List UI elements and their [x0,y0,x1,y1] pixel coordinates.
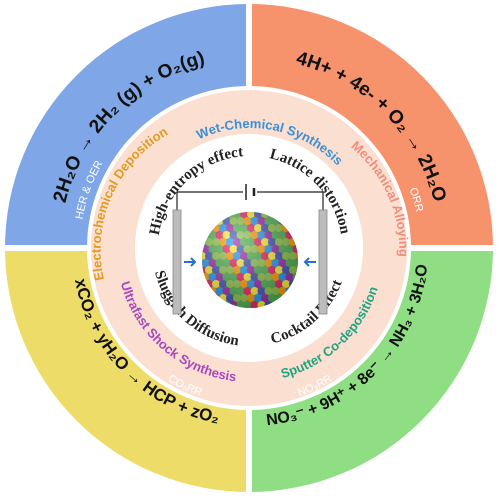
electrode-left-icon [172,209,182,315]
circuit [172,184,328,315]
arrow-right-icon [184,257,197,267]
arrow-left-icon [303,257,316,267]
battery-icon [245,184,256,200]
sphere-icon [202,212,298,308]
electrode-right-icon [318,209,328,315]
